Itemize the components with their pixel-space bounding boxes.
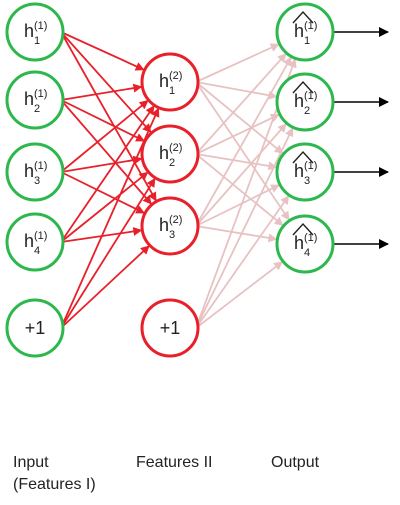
output-node-4-circle <box>275 214 335 274</box>
hidden-node-3-label: h(2)3 <box>159 214 182 241</box>
output-node-2: h(1)2 <box>275 72 335 132</box>
edge-input3-hidden2 <box>60 155 143 173</box>
edge-hidden4-output3 <box>195 195 290 329</box>
input-node-4: h(1)4 <box>5 212 65 272</box>
input-layer-caption: Input (Features I) <box>13 452 96 496</box>
output-node-1: h(1)1 <box>275 2 335 62</box>
output-node-4: h(1)4 <box>275 214 335 274</box>
input-bias-node-circle <box>5 298 65 358</box>
input-caption-line2: (Features I) <box>13 476 96 493</box>
edge-input4-hidden1 <box>60 105 155 243</box>
input-node-3: h(1)3 <box>5 142 65 202</box>
hidden-bias-node: +1 <box>140 298 200 358</box>
hidden-bias-node-label: +1 <box>160 318 181 338</box>
edge-input1-hidden2 <box>60 31 152 133</box>
edge-input2-hidden1 <box>60 83 143 101</box>
hidden-node-3-circle <box>140 196 200 256</box>
input-node-1-circle <box>5 2 65 62</box>
edge-hidden1-output4 <box>195 81 290 221</box>
hidden-node-1-label: h(2)1 <box>159 70 182 97</box>
network-nodes: h(1)1 h(1)2 h(1)3 h(1)4 +1 h(2)1 h(2)2 h(2)3 +1 h… <box>5 2 335 358</box>
hidden-bias-node-circle <box>140 298 200 358</box>
edge-hidden2-output2 <box>195 113 280 155</box>
edge-hidden3-output3 <box>195 184 281 227</box>
input-node-4-label: h(1)4 <box>24 230 47 257</box>
output-node-2-label: h(1)2 <box>294 90 317 117</box>
edge-hidden3-output4 <box>195 225 278 243</box>
output-node-4-hat <box>292 222 314 236</box>
edge-input4-hidden2 <box>60 171 149 243</box>
hidden-layer-caption: Features II <box>136 454 213 471</box>
edge-input2-hidden2 <box>60 99 146 142</box>
hidden-node-2: h(2)2 <box>140 124 200 184</box>
hidden-node-1: h(2)1 <box>140 52 200 112</box>
input-node-3-label: h(1)3 <box>24 160 47 187</box>
edge-input1-hidden1 <box>60 31 145 71</box>
edge-input3-hidden3 <box>60 171 146 214</box>
edge-hidden3-output2 <box>195 123 287 227</box>
output-node-3: h(1)3 <box>275 142 335 202</box>
edge-input5-hidden2 <box>60 177 156 329</box>
edge-hidden1-output3 <box>195 81 284 155</box>
output-node-3-hat <box>292 150 314 164</box>
edge-hidden4-output4 <box>195 261 283 329</box>
hidden-node-1-circle <box>140 52 200 112</box>
input-node-2-label: h(1)2 <box>24 88 47 115</box>
output-layer-caption: Output <box>271 454 320 471</box>
input-bias-node: +1 <box>5 298 65 358</box>
edge-hidden1-output1 <box>195 43 280 83</box>
output-node-2-circle <box>275 72 335 132</box>
input-node-1: h(1)1 <box>5 2 65 62</box>
autoencoder-diagram: h(1)1 h(1)2 h(1)3 h(1)4 +1 h(2)1 h(2)2 h(2)3 +1 h… <box>5 2 389 358</box>
output-node-3-circle <box>275 142 335 202</box>
output-node-1-circle <box>275 2 335 62</box>
edge-hidden1-output2 <box>195 81 278 100</box>
input-node-3-circle <box>5 142 65 202</box>
edge-hidden2-output1 <box>195 53 287 155</box>
edge-hidden2-output3 <box>195 153 278 171</box>
input-node-1-label: h(1)1 <box>24 20 47 47</box>
hidden-node-2-label: h(2)2 <box>159 142 182 169</box>
output-node-1-label: h(1)1 <box>294 20 317 47</box>
edge-hidden3-output1 <box>195 56 292 227</box>
output-node-1-hat <box>292 10 314 24</box>
input-node-2: h(1)2 <box>5 70 65 130</box>
output-arrows <box>333 27 389 249</box>
output-node-3-label: h(1)3 <box>294 160 317 187</box>
edge-input3-hidden1 <box>60 99 149 173</box>
hidden-to-output-edges <box>195 43 297 329</box>
hidden-node-3: h(2)3 <box>140 196 200 256</box>
input-bias-node-label: +1 <box>25 318 46 338</box>
edge-input5-hidden3 <box>60 245 150 329</box>
output-node-2-hat <box>292 80 314 94</box>
input-caption-line1: Input <box>13 454 49 471</box>
output-node-4-label: h(1)4 <box>294 232 317 259</box>
edge-hidden2-output4 <box>195 153 284 227</box>
edge-hidden4-output2 <box>195 127 294 329</box>
input-node-4-circle <box>5 212 65 272</box>
hidden-node-2-circle <box>140 124 200 184</box>
edge-input2-hidden3 <box>60 99 152 205</box>
input-node-2-circle <box>5 70 65 130</box>
